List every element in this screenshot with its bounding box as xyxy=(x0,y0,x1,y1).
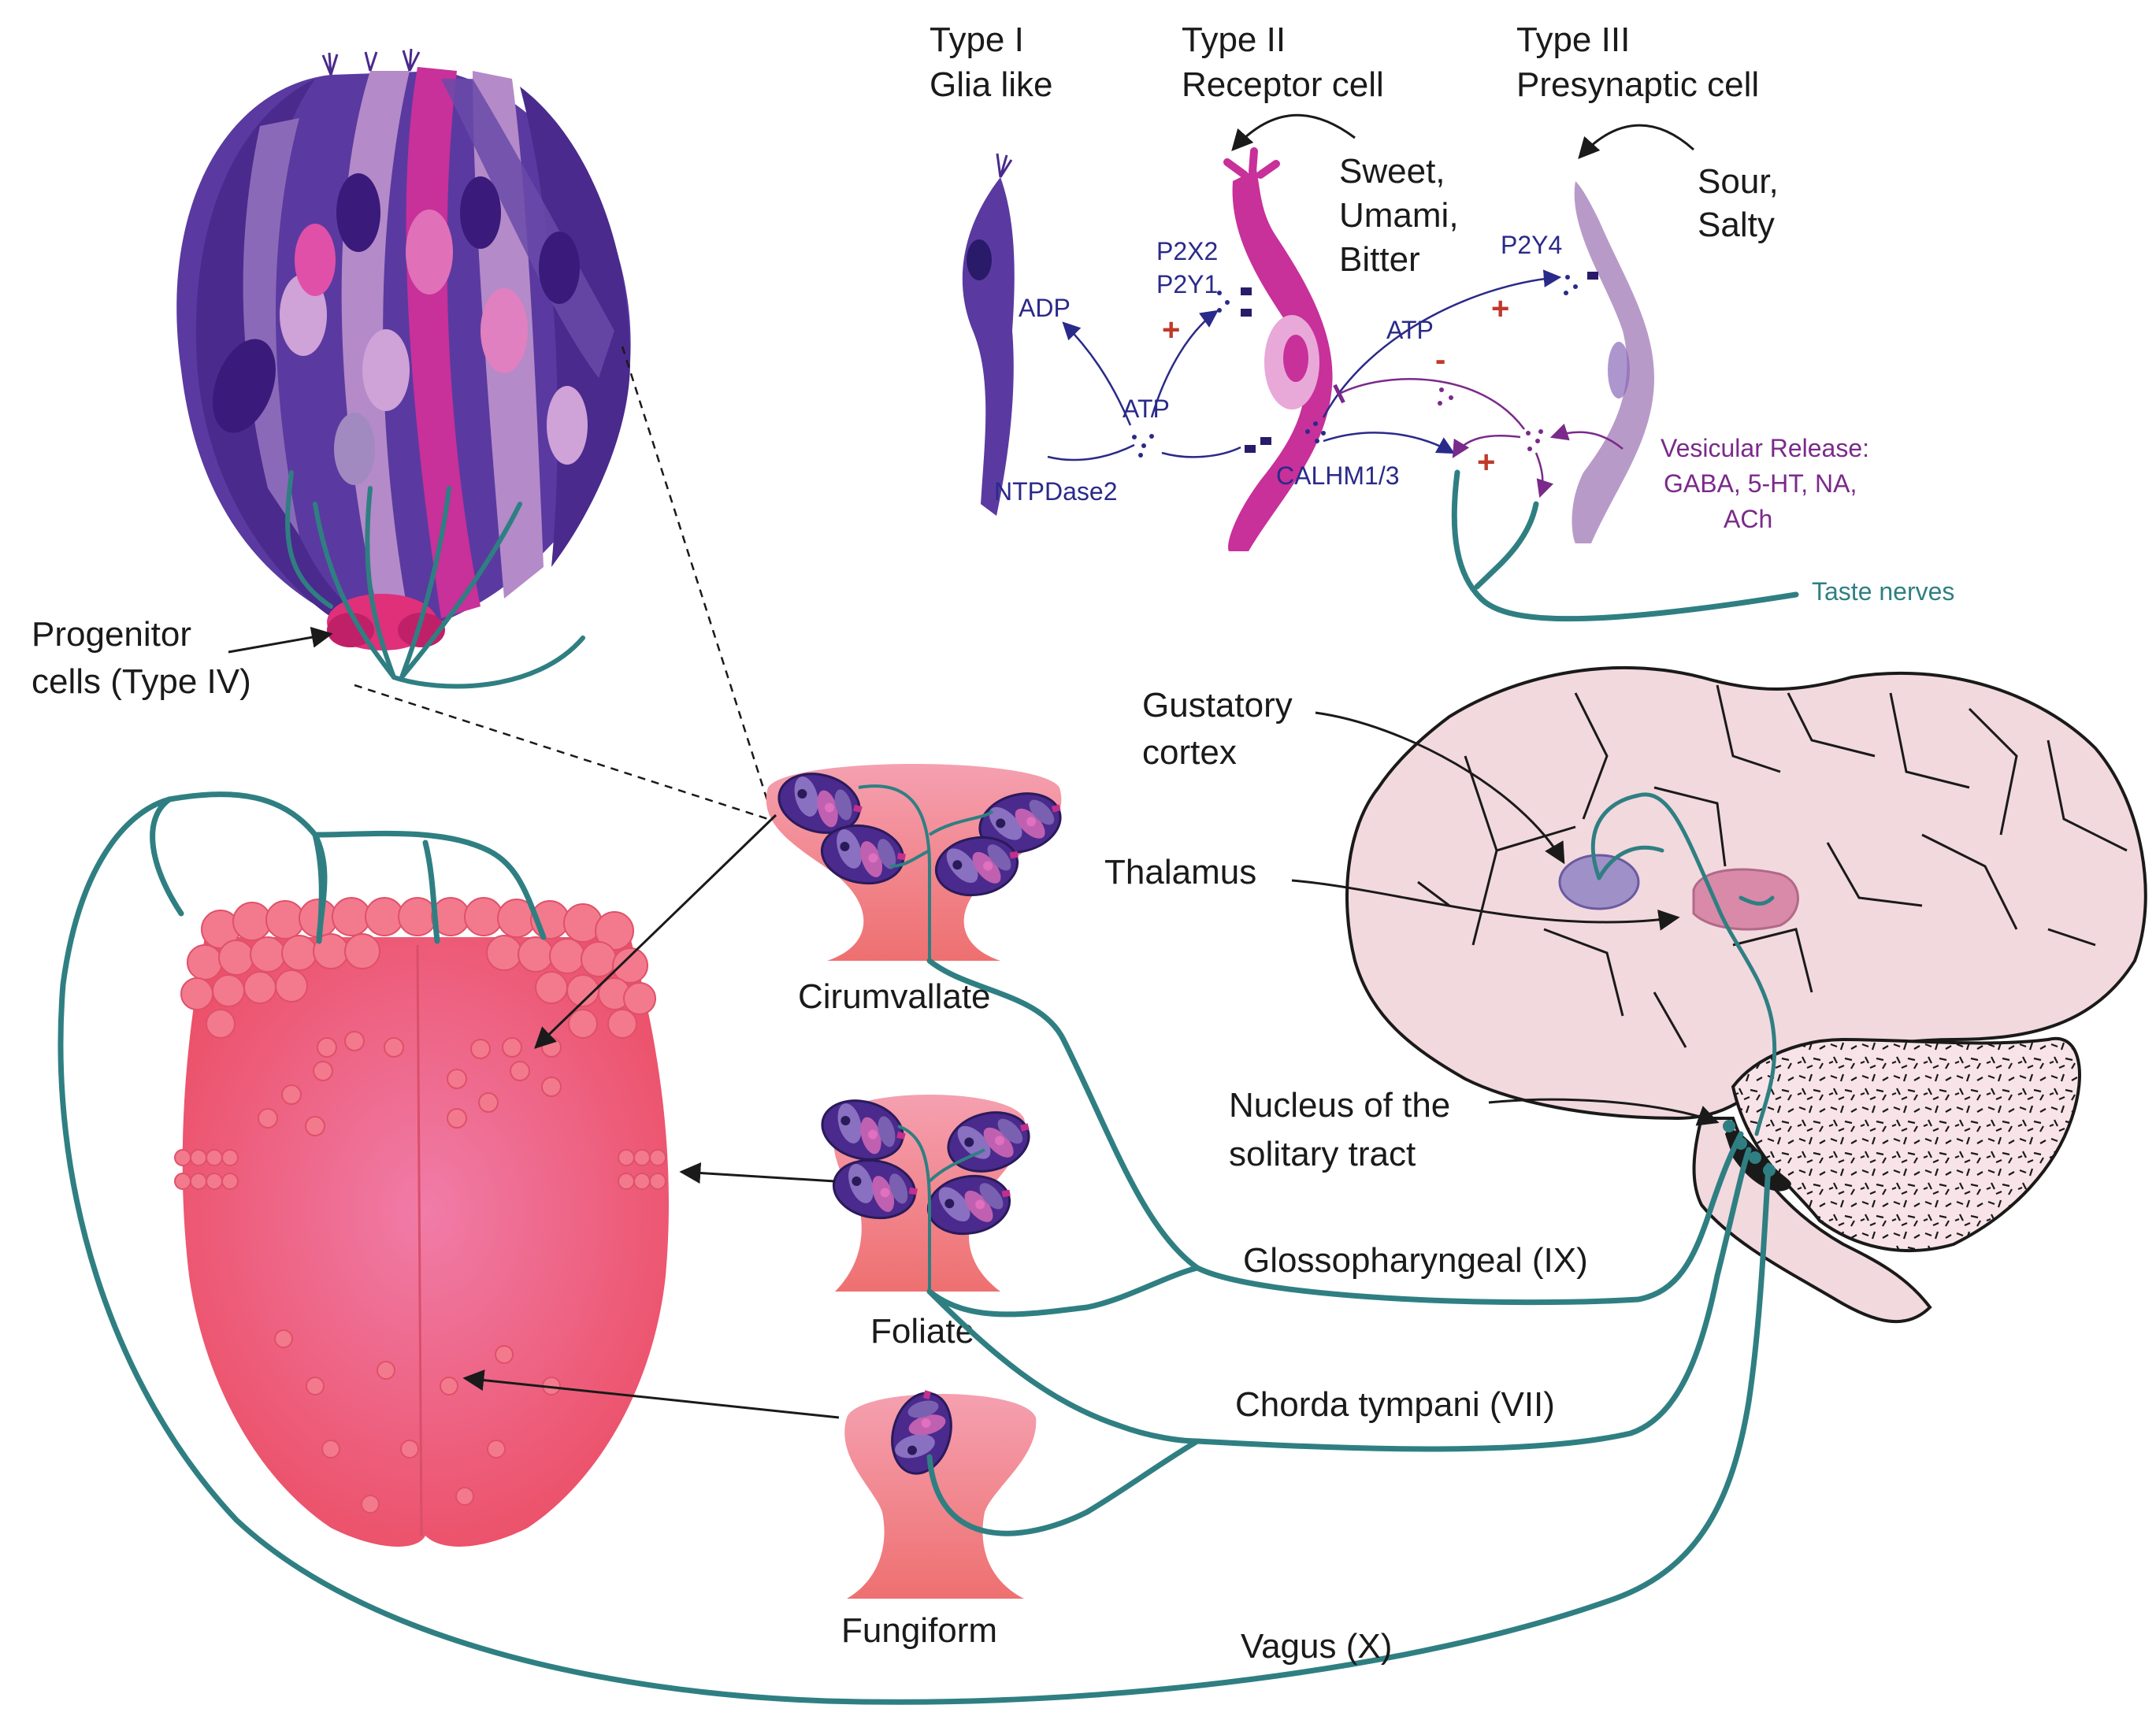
circumvallate-label: Cirumvallate xyxy=(798,977,991,1016)
p2x2-label: P2X2 xyxy=(1156,237,1218,265)
vagus-label: Vagus (X) xyxy=(1241,1627,1392,1666)
vesicle-down-arrow xyxy=(1534,452,1554,498)
type2-cell xyxy=(1228,169,1333,551)
type1-cell xyxy=(962,177,1015,516)
circumvallate-papilla xyxy=(766,764,1070,961)
type1-title: Type I xyxy=(930,20,1024,59)
zoom-line-upper xyxy=(621,346,774,816)
nts-label-line2: solitary tract xyxy=(1229,1135,1416,1173)
nts-arrow xyxy=(1488,1098,1720,1126)
gustatory-label-line1: Gustatory xyxy=(1142,686,1293,725)
calhm-label: CALHM1/3 xyxy=(1276,461,1400,490)
atp-to-nerve-arrow xyxy=(1323,432,1455,454)
inhibition-arc xyxy=(1333,378,1526,430)
type3-subtitle: Presynaptic cell xyxy=(1516,65,1759,104)
progenitor-label-line1: Progenitor xyxy=(32,615,191,654)
type1-subtitle: Glia like xyxy=(930,65,1053,104)
adp-label: ADP xyxy=(1019,294,1071,322)
foliate-arrow xyxy=(679,1162,836,1184)
vesicular-line3: ACh xyxy=(1724,505,1772,533)
atp-to-p2x2-arrow xyxy=(1150,309,1219,418)
stimulus-bitter: Bitter xyxy=(1339,240,1420,279)
glossopharyngeal-label: Glossopharyngeal (IX) xyxy=(1243,1241,1588,1280)
taste-nerves-label: Taste nerves xyxy=(1812,577,1954,606)
taste-bud-illustration xyxy=(176,48,631,689)
type3-cell xyxy=(1572,181,1654,543)
atp-left-label: ATP xyxy=(1123,395,1170,423)
type2-title: Type II xyxy=(1182,20,1286,59)
type3-title: Type III xyxy=(1516,20,1630,59)
plus-sign-p2y4: + xyxy=(1491,291,1509,326)
ntpdase-arc xyxy=(1047,443,1135,461)
gustatory-arrow xyxy=(1315,711,1565,865)
nts-label-line1: Nucleus of the xyxy=(1229,1086,1450,1125)
gustatory-label-line2: cortex xyxy=(1142,733,1237,772)
vesicular-line2: GABA, 5-HT, NA, xyxy=(1664,469,1857,498)
thalamus-label: Thalamus xyxy=(1104,853,1256,891)
ntpdase2-label: NTPDase2 xyxy=(994,477,1118,506)
thalamus-arrow xyxy=(1291,879,1680,931)
fungiform-arrow xyxy=(462,1369,840,1419)
atp-to-p2y4-arrow xyxy=(1322,269,1562,418)
fungiform-label: Fungiform xyxy=(841,1611,997,1650)
type2-subtitle: Receptor cell xyxy=(1182,65,1384,104)
p2y4-label: P2Y4 xyxy=(1501,231,1562,259)
stimulus-arrow-type3 xyxy=(1578,124,1695,160)
cranial-nerves xyxy=(58,791,1772,1705)
stimulus-umami: Umami, xyxy=(1339,196,1459,235)
stimulus-salty: Salty xyxy=(1698,206,1775,244)
vesicle-release-arrow xyxy=(1549,423,1623,450)
calhm-to-atp-arrow xyxy=(1161,446,1241,458)
vesicular-line1: Vesicular Release: xyxy=(1661,434,1869,462)
stimulus-sweet: Sweet, xyxy=(1339,152,1445,191)
stimulus-sour: Sour, xyxy=(1698,162,1779,201)
tongue-illustration xyxy=(174,897,669,1547)
zoom-line-lower xyxy=(354,684,769,821)
plus-sign-nerve: + xyxy=(1477,445,1495,480)
p2y1-label: P2Y1 xyxy=(1156,270,1218,298)
plus-sign-p2x2: + xyxy=(1162,313,1180,347)
chorda-tympani-label: Chorda tympani (VII) xyxy=(1235,1385,1555,1424)
atp-to-adp-arrow xyxy=(1062,321,1132,426)
brain-illustration xyxy=(1345,666,2147,1324)
minus-sign: - xyxy=(1435,343,1445,377)
foliate-papilla xyxy=(814,1091,1038,1292)
circumvallate-arrow xyxy=(534,814,777,1049)
vesicle-to-nerve-arrow xyxy=(1452,435,1521,458)
taste-nerve-fibers xyxy=(1451,469,1799,622)
atp-right-label: ATP xyxy=(1386,316,1434,344)
progenitor-arrow xyxy=(228,626,333,654)
stimulus-arrow-type2 xyxy=(1231,113,1356,152)
progenitor-label-line2: cells (Type IV) xyxy=(32,662,251,701)
